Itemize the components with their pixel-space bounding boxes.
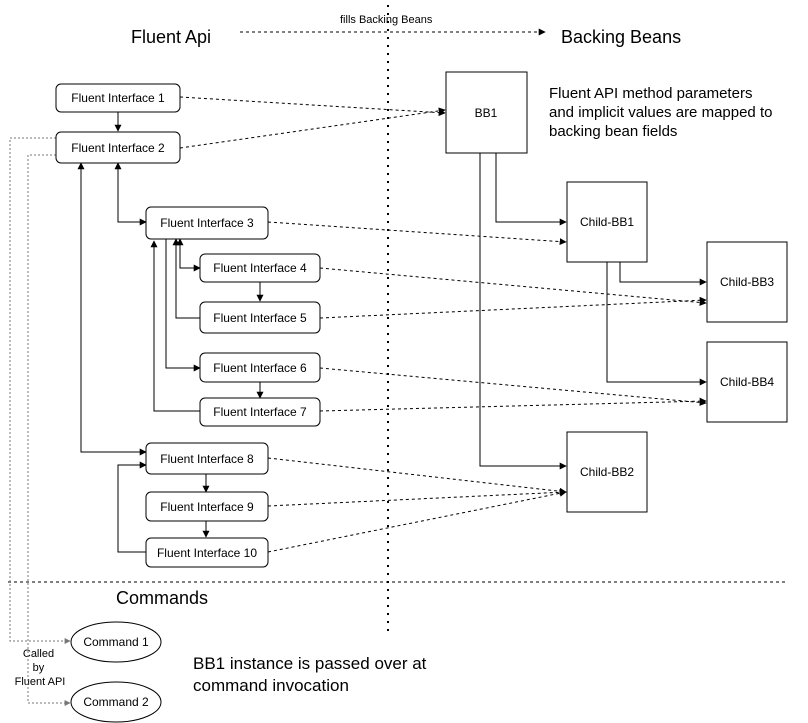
mapping-note-line-1: Fluent API method parameters xyxy=(549,85,752,102)
map-fi8-childbb2 xyxy=(267,457,567,495)
command-2-label: Command 2 xyxy=(83,695,149,709)
edge-fi5-fi3 xyxy=(172,238,200,319)
mapping-note-line-3: backing bean fields xyxy=(549,123,677,140)
edge-fi2-fi8 xyxy=(77,162,147,456)
call-fi1-command1 xyxy=(9,137,71,644)
child-bb2: Child-BB2 xyxy=(566,431,648,513)
fluent-interface-9: Fluent Interface 9 xyxy=(145,491,269,522)
map-fi1-bb1 xyxy=(179,96,446,117)
edge-fi2-fi3 xyxy=(114,162,147,226)
child-bb4-label: Child-BB4 xyxy=(720,375,774,389)
fluent-interface-8-label: Fluent Interface 8 xyxy=(160,452,254,466)
fluent-api-heading: Fluent Api xyxy=(131,27,211,47)
fills-label: fills Backing Beans xyxy=(340,14,433,26)
map-fi9-childbb2 xyxy=(267,488,567,507)
commands-heading: Commands xyxy=(116,588,208,608)
map-fi10-childbb2 xyxy=(267,489,567,553)
edge-fi7-fi3 xyxy=(150,240,200,412)
edge-fi3-fi6 xyxy=(165,239,201,372)
edge-childbb1-childbb4 xyxy=(606,262,707,386)
bb1-label: BB1 xyxy=(475,106,498,120)
called-by-line-2: by xyxy=(33,662,45,674)
fluent-interface-4-label: Fluent Interface 4 xyxy=(213,261,307,275)
called-by-line-3: Fluent API xyxy=(15,676,66,688)
fluent-interface-7: Fluent Interface 7 xyxy=(199,397,321,427)
edge-childbb1-childbb3 xyxy=(619,262,707,286)
backing-beans-heading: Backing Beans xyxy=(561,27,681,47)
fluent-interface-5-label: Fluent Interface 5 xyxy=(213,311,307,325)
edge-fi3-fi4 xyxy=(176,238,201,272)
map-fi6-childbb4 xyxy=(319,367,707,406)
mapping-note-line-2: and implicit values are mapped to xyxy=(549,104,772,121)
command-1-label: Command 1 xyxy=(83,635,149,649)
fluent-interface-1-label: Fluent Interface 1 xyxy=(71,91,165,105)
fluent-interface-10-label: Fluent Interface 10 xyxy=(157,546,257,560)
fluent-interface-1: Fluent Interface 1 xyxy=(55,83,181,113)
map-fi5-childbb3 xyxy=(319,296,707,319)
fluent-interface-3: Fluent Interface 3 xyxy=(145,206,269,240)
edge-bb1-childbb1 xyxy=(495,153,567,226)
fluent-interface-6: Fluent Interface 6 xyxy=(199,352,321,383)
map-fi7-childbb4 xyxy=(319,397,707,412)
child-bb4: Child-BB4 xyxy=(706,341,788,423)
child-bb3: Child-BB3 xyxy=(706,241,788,323)
fluent-interface-9-label: Fluent Interface 9 xyxy=(160,500,254,514)
fluent-interface-8: Fluent Interface 8 xyxy=(145,442,269,475)
bb1-passed-note: BB1 instance is passed over at command i… xyxy=(193,654,431,695)
command-1: Command 1 xyxy=(70,621,162,663)
called-by-line-1: Called xyxy=(23,648,54,660)
bb1-passed-note-line-1: BB1 instance is passed over at xyxy=(193,654,427,673)
fluent-interface-4: Fluent Interface 4 xyxy=(199,253,321,283)
edge-bb1-childbb2 xyxy=(479,153,567,470)
child-bb1-label: Child-BB1 xyxy=(580,215,634,229)
fluent-interface-2-label: Fluent Interface 2 xyxy=(71,141,165,155)
command-2: Command 2 xyxy=(70,681,162,723)
fluent-interface-5: Fluent Interface 5 xyxy=(199,301,321,334)
fluent-interface-6-label: Fluent Interface 6 xyxy=(213,361,307,375)
call-fi2-command2 xyxy=(27,154,71,706)
map-fi3-childbb1 xyxy=(267,221,567,246)
fluent-interface-2: Fluent Interface 2 xyxy=(55,131,181,164)
bb1-passed-note-line-2: command invocation xyxy=(193,676,349,695)
map-fi4-childbb3 xyxy=(319,267,707,306)
mapping-note: Fluent API method parameters and implici… xyxy=(549,85,777,140)
child-bb3-label: Child-BB3 xyxy=(720,275,774,289)
edge-fi10-fi8 xyxy=(117,461,147,553)
child-bb2-label: Child-BB2 xyxy=(580,465,634,479)
fluent-interface-10: Fluent Interface 10 xyxy=(145,537,269,568)
bb1: BB1 xyxy=(445,71,528,154)
child-bb1: Child-BB1 xyxy=(566,181,648,263)
called-by-label: Called by Fluent API xyxy=(15,648,66,688)
map-fi2-bb1 xyxy=(179,107,446,149)
fluent-interface-3-label: Fluent Interface 3 xyxy=(160,216,254,230)
fluent-interface-7-label: Fluent Interface 7 xyxy=(213,405,307,419)
